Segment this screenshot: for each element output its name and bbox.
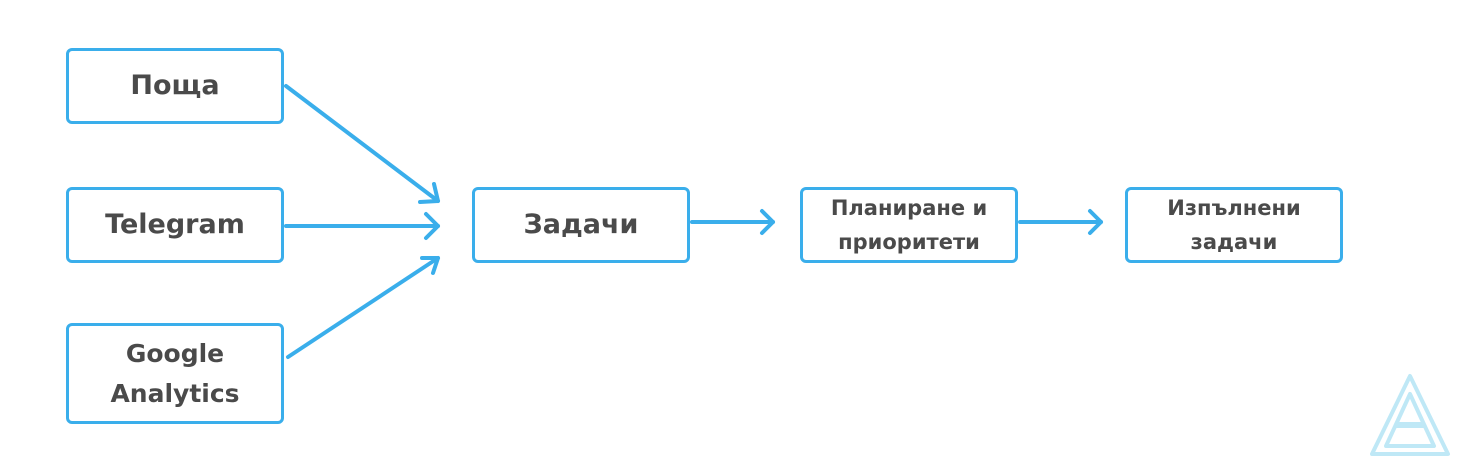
node-planning-label: Планиране и приоритети <box>830 196 988 254</box>
node-planning: Планиране и приоритети <box>800 187 1018 263</box>
node-tasks: Задачи <box>472 187 690 263</box>
node-done: Изпълнени задачи <box>1125 187 1343 263</box>
node-done-label: Изпълнени задачи <box>1167 196 1301 254</box>
triangle-logo-icon <box>1370 374 1450 456</box>
arrow-telegram-to-tasks <box>284 212 440 240</box>
node-telegram-label: Telegram <box>105 209 245 240</box>
node-mail: Поща <box>66 48 284 124</box>
arrow-analytics-to-tasks <box>286 256 440 359</box>
node-mail-label: Поща <box>130 70 220 101</box>
node-google-analytics: Google Analytics <box>66 323 284 424</box>
arrow-tasks-to-planning <box>690 209 775 235</box>
arrow-planning-to-done <box>1018 209 1103 235</box>
arrow-mail-to-tasks <box>284 84 440 204</box>
node-telegram: Telegram <box>66 187 284 263</box>
node-google-analytics-label: Google Analytics <box>110 338 240 408</box>
node-tasks-label: Задачи <box>523 209 639 240</box>
